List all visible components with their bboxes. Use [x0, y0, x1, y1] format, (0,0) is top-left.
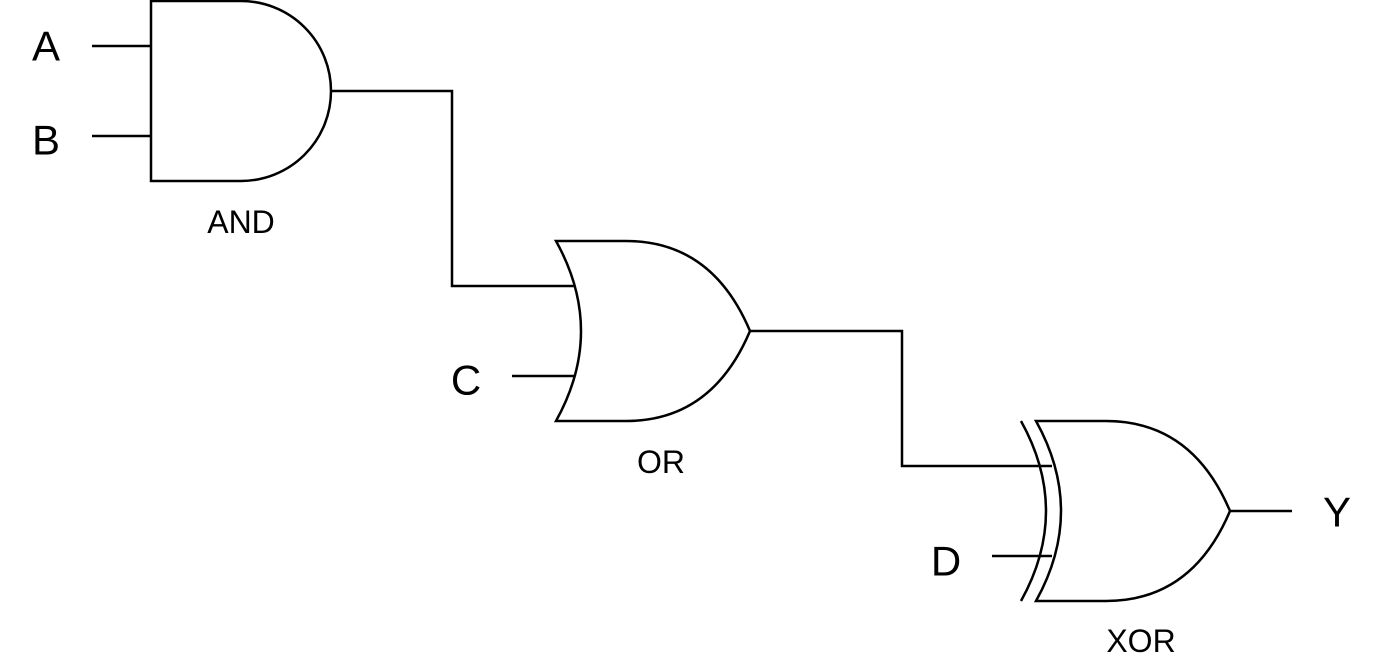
xor-input-arc — [1019, 420, 1048, 602]
input-label-b: B — [32, 117, 60, 164]
wire-or-to-xor — [750, 329, 1052, 468]
and-gate-label: AND — [207, 204, 275, 240]
output-label-y: Y — [1323, 489, 1351, 536]
xor-gate-symbol — [1033, 419, 1232, 603]
or-gate-symbol — [553, 239, 752, 423]
input-label-a: A — [32, 23, 60, 70]
input-label-d: D — [931, 538, 961, 585]
input-label-c: C — [451, 357, 481, 404]
wire-and-to-or — [331, 89, 575, 288]
and-gate-symbol — [149, 0, 333, 183]
or-gate-label: OR — [637, 444, 685, 480]
xor-gate-label: XOR — [1106, 623, 1175, 659]
